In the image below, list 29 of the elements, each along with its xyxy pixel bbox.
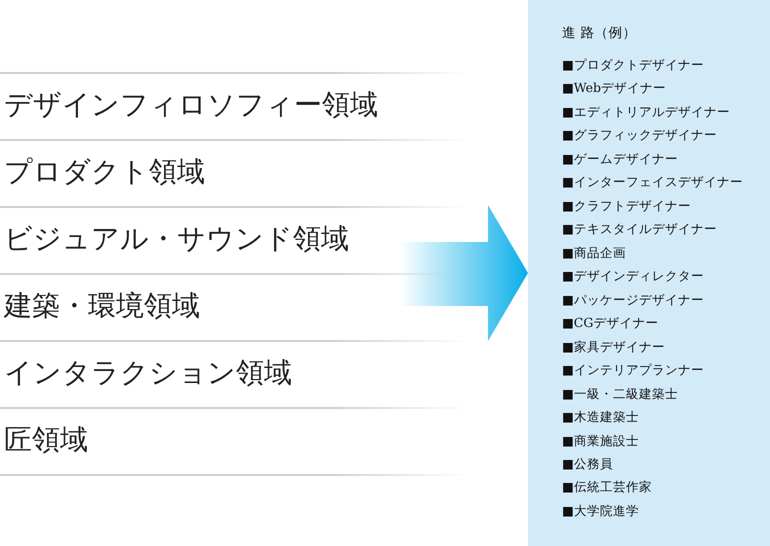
- list-item: ■インターフェイスデザイナー: [562, 174, 743, 190]
- domain-label: ビジュアル・サウンド領域: [4, 222, 349, 256]
- list-item: ■クラフトデザイナー: [562, 198, 691, 214]
- list-item: ■プロダクトデザイナー: [562, 57, 704, 73]
- domain-label: 匠領域: [4, 423, 88, 457]
- list-item: ■公務員: [562, 456, 613, 472]
- list-item: ■Webデザイナー: [562, 80, 666, 96]
- list-item: ■CGデザイナー: [562, 315, 658, 332]
- domain-label: プロダクト領域: [4, 155, 205, 189]
- domain-label: インタラクション領域: [4, 356, 292, 390]
- career-panel: [528, 0, 770, 546]
- list-item: ■デザインディレクター: [562, 268, 704, 284]
- list-item: ■一級・二級建築士: [562, 386, 678, 402]
- domain-label: 建築・環境領域: [4, 289, 200, 323]
- list-item: ■商品企画: [562, 244, 626, 261]
- list-item: ■インテリアプランナー: [562, 362, 704, 378]
- list-item: ■家具デザイナー: [562, 338, 665, 355]
- list-item: ■商業施設士: [562, 432, 639, 449]
- list-item: ■テキスタイルデザイナー: [562, 221, 717, 238]
- list-item: ■グラフィックデザイナー: [562, 127, 717, 144]
- list-item: ■エディトリアルデザイナー: [562, 104, 730, 120]
- list-item: ■木造建築士: [562, 409, 639, 426]
- list-item: ■大学院進学: [562, 502, 639, 519]
- block-arrow: [400, 205, 528, 341]
- list-item: ■伝統工芸作家: [562, 479, 652, 496]
- list-item: ■ゲームデザイナー: [562, 150, 678, 167]
- list-item: ■パッケージデザイナー: [562, 292, 704, 308]
- panel-heading: 進 路（例）: [562, 25, 636, 41]
- domain-label: デザインフィロソフィー領域: [4, 88, 378, 122]
